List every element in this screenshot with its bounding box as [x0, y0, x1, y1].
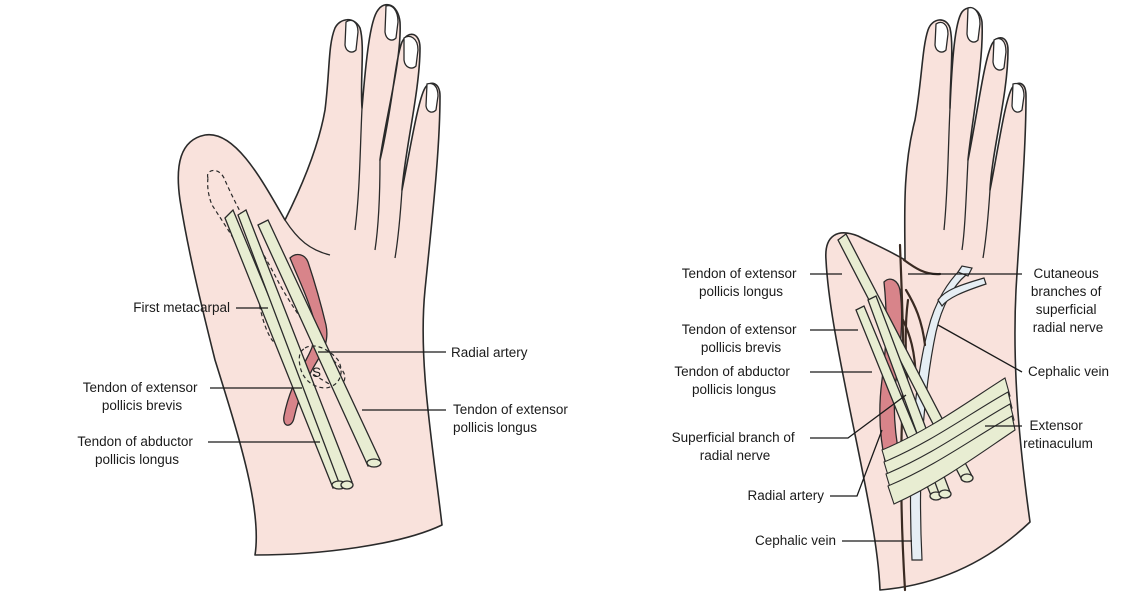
left-labels: First metacarpal Tendon of extensor poll…	[77, 300, 572, 467]
label-left-radial-artery: Radial artery	[451, 345, 528, 360]
left-middle-nail	[403, 35, 419, 69]
right-thumb-nail	[934, 21, 949, 53]
left-tendon-epl	[257, 219, 381, 467]
right-little-nail	[1011, 82, 1025, 113]
label-cutaneous-branches: Cutaneous branches of superficial radial…	[1031, 266, 1105, 335]
left-index-nail	[384, 4, 399, 41]
label-left-tendon-epb: Tendon of extensor pollicis brevis	[83, 380, 202, 413]
label-left-tendon-apl: Tendon of abductor pollicis longus	[77, 434, 196, 467]
label-first-metacarpal: First metacarpal	[133, 300, 230, 315]
right-extensor-retinaculum	[881, 377, 1016, 505]
right-hand-skin	[825, 7, 1031, 591]
left-little-nail	[425, 82, 439, 113]
label-right-cephalic-vein: Cephalic vein	[1028, 364, 1109, 379]
left-thumb-nail	[344, 19, 359, 53]
label-right-cephalic-vein-bottom: Cephalic vein	[755, 533, 836, 548]
label-left-tendon-epl: Tendon of extensor pollicis longus	[453, 402, 572, 435]
label-extensor-retinaculum: Extensor retinaculum	[1023, 418, 1093, 451]
left-snuffbox-mark: S	[312, 365, 321, 380]
right-middle-nail	[992, 37, 1007, 71]
label-right-superficial-branch: Superficial branch of radial nerve	[672, 430, 799, 463]
right-hand-illustration	[825, 6, 1031, 592]
label-right-tendon-epl: Tendon of extensor pollicis longus	[682, 266, 801, 299]
right-index-nail	[966, 6, 981, 43]
right-labels: Tendon of extensor pollicis longus Tendo…	[672, 266, 1109, 548]
left-hand-illustration: S	[177, 3, 443, 556]
label-right-tendon-epb: Tendon of extensor pollicis brevis	[682, 322, 801, 355]
label-right-radial-artery: Radial artery	[747, 488, 824, 503]
label-right-tendon-apl: Tendon of abductor pollicis longus	[674, 364, 793, 397]
